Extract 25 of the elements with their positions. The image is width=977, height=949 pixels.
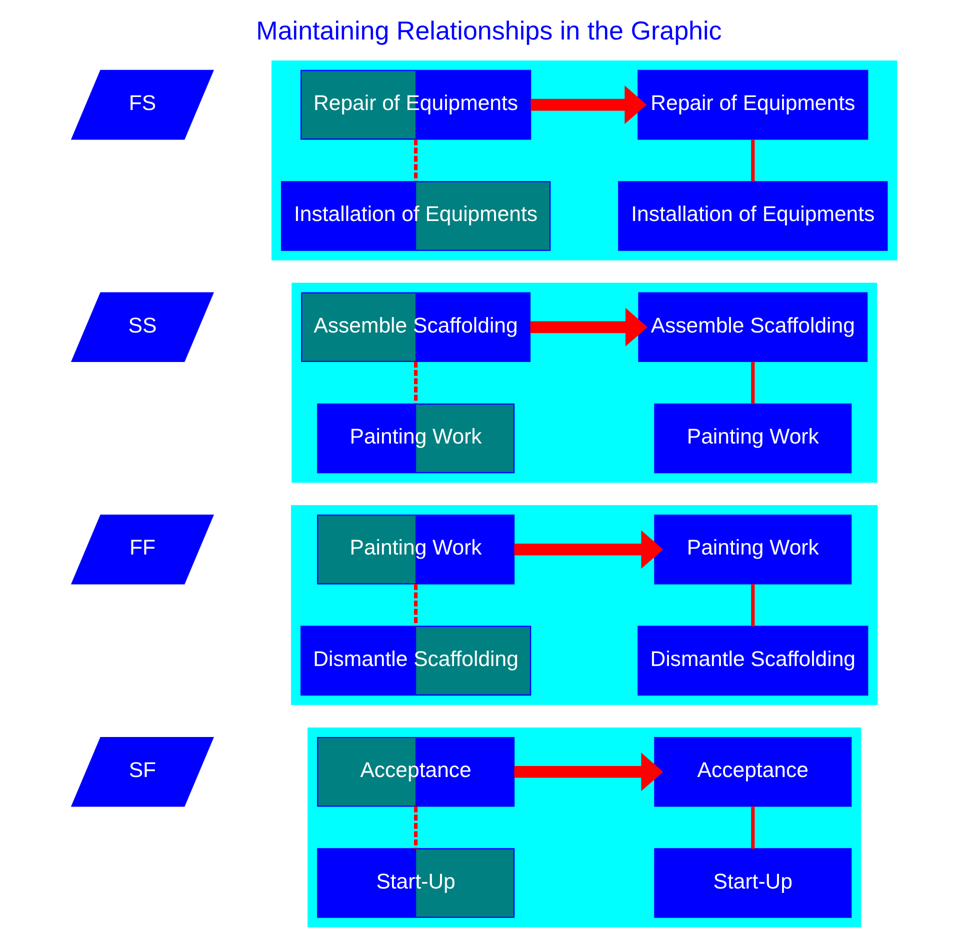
cluster xyxy=(290,504,878,705)
node-box: Dismantle Scaffolding xyxy=(637,625,868,696)
connector xyxy=(414,806,418,848)
arrow xyxy=(514,752,663,791)
arrow xyxy=(530,307,647,346)
diagram-title: Maintaining Relationships in the Graphic xyxy=(256,14,722,45)
cluster xyxy=(271,60,897,260)
node-box: Assemble Scaffolding xyxy=(638,292,868,362)
node-box: Start-Up xyxy=(654,848,852,918)
connector xyxy=(750,806,754,848)
connector xyxy=(750,584,754,626)
node-box: Repair of Equipments xyxy=(637,69,868,140)
connector xyxy=(414,361,418,404)
arrow xyxy=(514,530,663,568)
node-box: Painting Work xyxy=(654,402,852,473)
connector xyxy=(750,138,754,182)
arrow xyxy=(530,85,646,124)
cluster xyxy=(291,282,877,482)
node-box: Acceptance xyxy=(654,736,852,806)
node-box: Painting Work xyxy=(654,514,852,584)
connector xyxy=(414,138,418,182)
connector xyxy=(414,584,418,626)
node-box: Installation of Equipments xyxy=(618,180,888,250)
connector xyxy=(750,361,754,404)
cluster xyxy=(307,727,861,927)
